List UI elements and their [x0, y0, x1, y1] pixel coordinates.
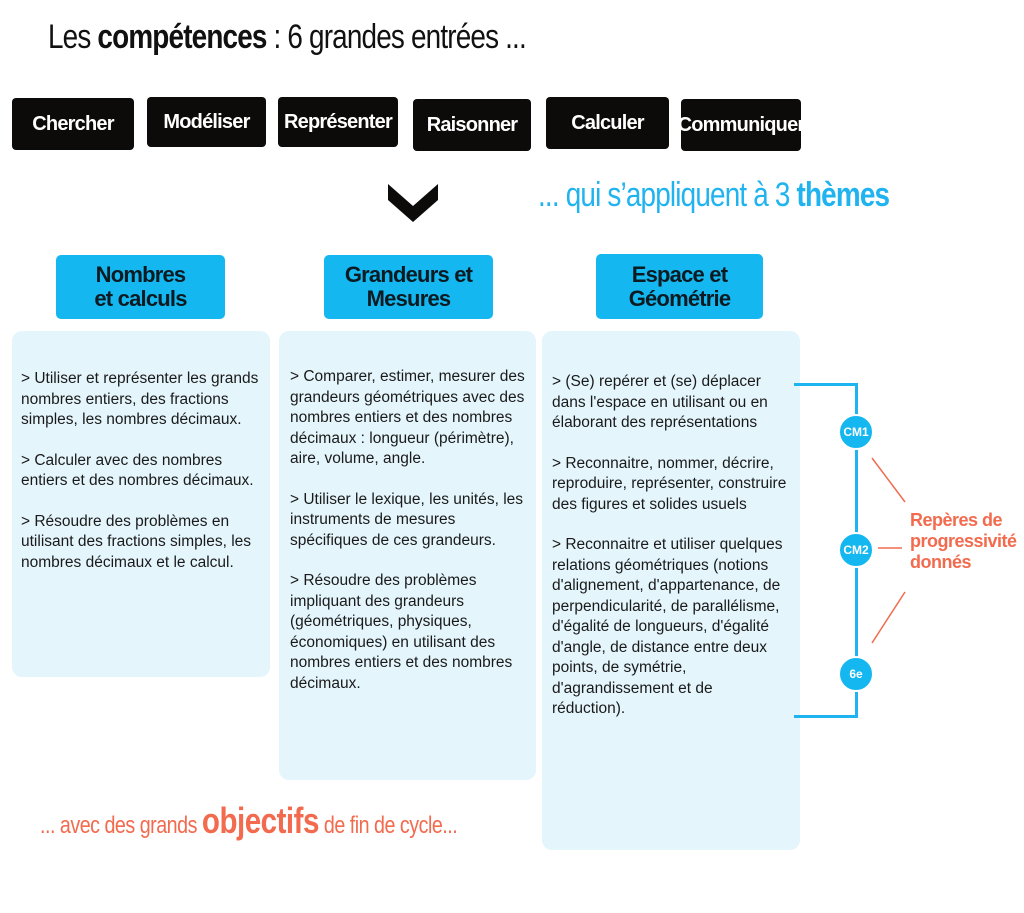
- timeline-top-connector: [794, 383, 858, 386]
- panel-item: > Résoudre des problèmes en utilisant de…: [21, 512, 252, 571]
- panel-item: > (Se) repérer et (se) déplacer dans l'e…: [552, 373, 768, 431]
- panel-espace-geometrie: > (Se) repérer et (se) déplacer dans l'e…: [542, 331, 800, 850]
- objectifs-prefix: ... avec des grands: [40, 812, 197, 839]
- theme-grandeurs-mesures: Grandeurs et Mesures: [324, 255, 493, 319]
- panel-grandeurs-mesures: > Comparer, estimer, mesurer des grandeu…: [279, 331, 536, 780]
- themes-caption: ... qui s’appliquent à 3 thèmes: [538, 176, 891, 215]
- marker-cm1: CM1: [838, 414, 874, 450]
- theme-espace-geometrie: Espace et Géométrie: [596, 254, 763, 319]
- theme-label: Nombres et calculs: [94, 262, 187, 311]
- competence-communiquer: Communiquer: [678, 99, 805, 151]
- objectifs-bold: objectifs: [201, 800, 319, 841]
- panel-item: > Résoudre des problèmes impliquant des …: [290, 572, 513, 692]
- timeline-bottom-connector: [794, 715, 858, 718]
- chevron-down-icon: [388, 184, 438, 222]
- objectifs-caption: ... avec des grands objectifs de fin de …: [40, 800, 458, 842]
- marker-cm2: CM2: [838, 532, 874, 568]
- competence-chercher: Chercher: [12, 98, 134, 150]
- page-title: Les compétences : 6 grandes entrées ...: [48, 18, 527, 57]
- themes-caption-bold: thèmes: [796, 176, 891, 214]
- panel-item: > Reconnaitre, nommer, décrire, reprodui…: [552, 454, 787, 513]
- title-suffix: : 6 grandes entrées ...: [273, 18, 527, 56]
- competence-calculer: Calculer: [546, 97, 669, 149]
- title-prefix: Les: [48, 18, 91, 56]
- theme-label: Grandeurs et Mesures: [344, 262, 473, 311]
- theme-label: Espace et Géométrie: [628, 261, 731, 311]
- panel-item: > Utiliser le lexique, les unités, les i…: [290, 490, 524, 549]
- competence-modeliser: Modéliser: [147, 97, 266, 147]
- themes-caption-prefix: ... qui s’appliquent à 3: [538, 176, 790, 214]
- panel-item: > Comparer, estimer, mesurer des grandeu…: [290, 368, 525, 467]
- theme-nombres-calculs: Nombres et calculs: [56, 255, 225, 319]
- panel-item: > Calculer avec des nombres entiers et d…: [21, 451, 254, 490]
- objectifs-suffix: de fin de cycle...: [323, 812, 458, 839]
- competence-raisonner: Raisonner: [413, 99, 531, 151]
- competence-representer: Représenter: [278, 97, 398, 147]
- marker-6e: 6e: [838, 656, 874, 692]
- panel-nombres-calculs: > Utiliser et représenter les grands nom…: [12, 331, 270, 677]
- reperes-label: Repères de progressivité donnés: [910, 510, 1017, 572]
- title-bold: compétences: [97, 18, 267, 56]
- panel-item: > Reconnaitre et utiliser quelques relat…: [552, 536, 783, 717]
- panel-item: > Utiliser et représenter les grands nom…: [21, 370, 259, 428]
